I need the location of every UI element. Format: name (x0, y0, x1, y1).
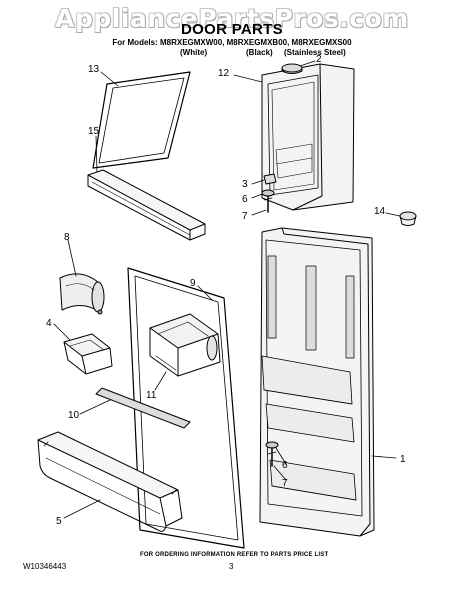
variant-stainless: (Stainless Steel) (284, 48, 346, 57)
callout-6-lower: 6 (282, 460, 288, 471)
callout-10: 10 (68, 410, 80, 421)
leader-lines (53, 60, 401, 519)
part-fresh-food-gasket (127, 267, 245, 549)
callout-2: 2 (316, 54, 322, 65)
part-freezer-door (261, 63, 355, 211)
page-title: DOOR PARTS (181, 21, 283, 38)
part-hinge-hardware-lower (265, 441, 279, 467)
callout-7: 7 (242, 211, 248, 222)
watermark: AppliancePartsPros.com (55, 4, 409, 33)
callout-labels: 13 12 2 15 3 6 7 14 8 9 4 11 10 1 6 7 5 (46, 54, 406, 527)
part-dairy-bin (63, 333, 113, 375)
callout-8: 8 (64, 232, 70, 243)
ordering-note: FOR ORDERING INFORMATION REFER TO PARTS … (140, 552, 329, 558)
callout-12: 12 (218, 68, 230, 79)
document-id: W10346443 (23, 562, 67, 571)
part-fresh-food-door (259, 227, 375, 537)
callout-9: 9 (190, 278, 196, 289)
part-freezer-gasket (92, 71, 191, 169)
callout-11: 11 (146, 390, 157, 401)
part-plug (399, 211, 417, 226)
callout-14: 14 (374, 206, 386, 217)
callout-5: 5 (56, 516, 62, 527)
callout-3: 3 (242, 179, 248, 190)
callout-1: 1 (400, 454, 406, 465)
callout-13: 13 (88, 64, 100, 75)
callout-7-lower: 7 (282, 478, 288, 489)
part-trim-strip (95, 387, 191, 429)
part-freezer-door-shelf (87, 169, 206, 241)
callout-4: 4 (46, 318, 52, 329)
page-number: 3 (229, 562, 234, 571)
part-gallon-door-shelf (37, 431, 183, 532)
callout-15: 15 (88, 126, 100, 137)
part-dairy-door (59, 273, 105, 315)
part-hinge-hardware-upper (261, 173, 277, 213)
part-hinge-cover (281, 63, 303, 74)
variant-black: (Black) (246, 48, 273, 57)
callout-6: 6 (242, 194, 248, 205)
part-door-bin-large (149, 313, 221, 377)
variant-white: (White) (180, 48, 208, 57)
model-list: For Models: M8RXEGMXW00, M8RXEGMXB00, M8… (112, 38, 352, 47)
